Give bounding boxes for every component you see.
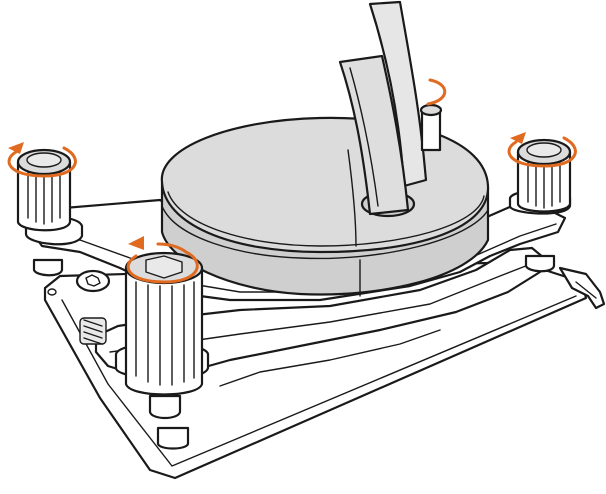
springs — [75, 269, 111, 345]
rotation-arrow-rear-right — [507, 132, 577, 168]
rotation-arrows — [7, 78, 577, 284]
thumbscrew-rear-left — [16, 148, 84, 277]
rotation-arrow-rear-left — [7, 142, 77, 178]
thumbscrew-front-left — [114, 251, 210, 450]
spring-front-left — [79, 317, 107, 345]
thumbscrew-rear-center — [419, 103, 443, 152]
rotation-arrow-front-left — [126, 236, 199, 284]
rotation-arrow-rear-center — [426, 78, 447, 106]
tubing — [338, 0, 428, 247]
torx-screw — [75, 269, 111, 293]
thumbscrew-rear-right — [508, 138, 572, 273]
